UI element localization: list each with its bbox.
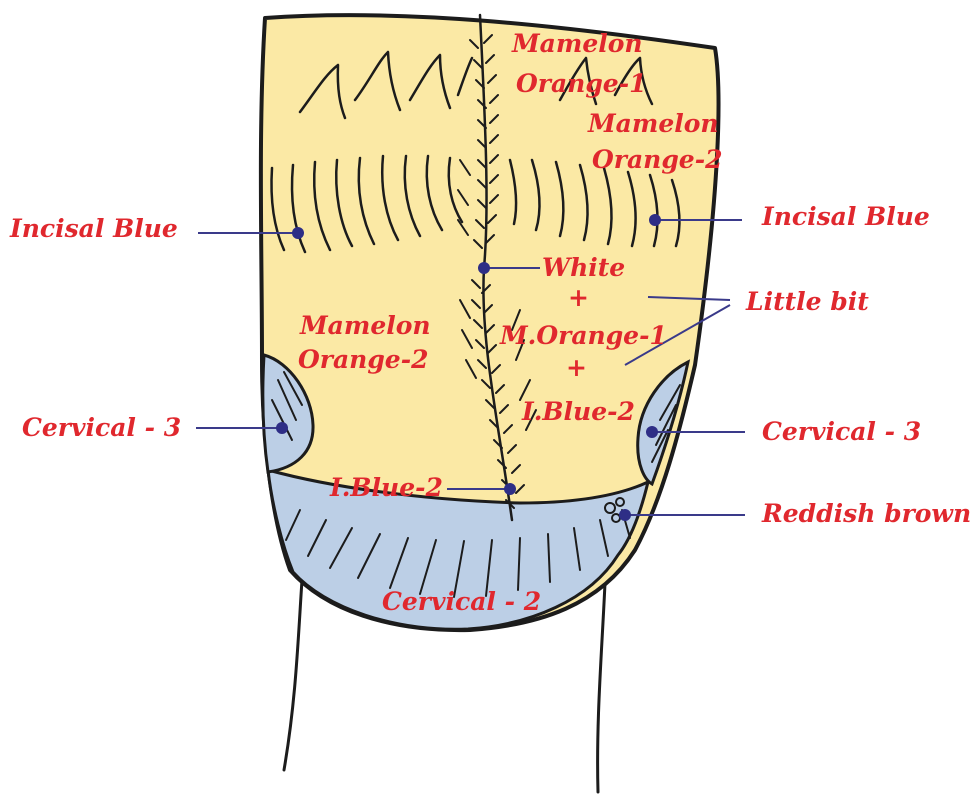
dot-i-blue-2-lower (504, 483, 516, 495)
label-mamelon-orange-1-line2: Orange-1 (516, 69, 646, 98)
label-mamelon-orange-2-right-line2: Orange-2 (592, 145, 722, 174)
label-mamelon-orange-2-left-line2: Orange-2 (298, 345, 428, 374)
label-white: White (542, 253, 625, 282)
label-cervical-2: Cervical - 2 (382, 587, 541, 616)
label-i-blue-2-upper: I.Blue-2 (521, 397, 635, 426)
label-mamelon-orange-1-line1: Mamelon (511, 29, 643, 58)
label-i-blue-2-lower: I.Blue-2 (329, 473, 443, 502)
label-plus-1: + (568, 283, 589, 312)
label-plus-2: + (566, 353, 587, 382)
dot-cervical-3-left (276, 422, 288, 434)
label-mamelon-orange-2-left-line1: Mamelon (299, 311, 431, 340)
label-cervical-3-left: Cervical - 3 (22, 413, 181, 442)
label-reddish-brown: Reddish brown (761, 499, 971, 528)
dot-white (478, 262, 490, 274)
label-little-bit: Little bit (745, 287, 869, 316)
label-incisal-blue-right: Incisal Blue (761, 202, 930, 231)
label-cervical-3-right: Cervical - 3 (762, 417, 921, 446)
dot-incisal-blue-right (649, 214, 661, 226)
dot-cervical-3-right (646, 426, 658, 438)
dot-reddish-brown (619, 509, 631, 521)
dot-incisal-blue-left (292, 227, 304, 239)
label-m-orange-1: M.Orange-1 (499, 321, 667, 350)
label-incisal-blue-left: Incisal Blue (9, 214, 178, 243)
label-mamelon-orange-2-right-line1: Mamelon (587, 109, 719, 138)
